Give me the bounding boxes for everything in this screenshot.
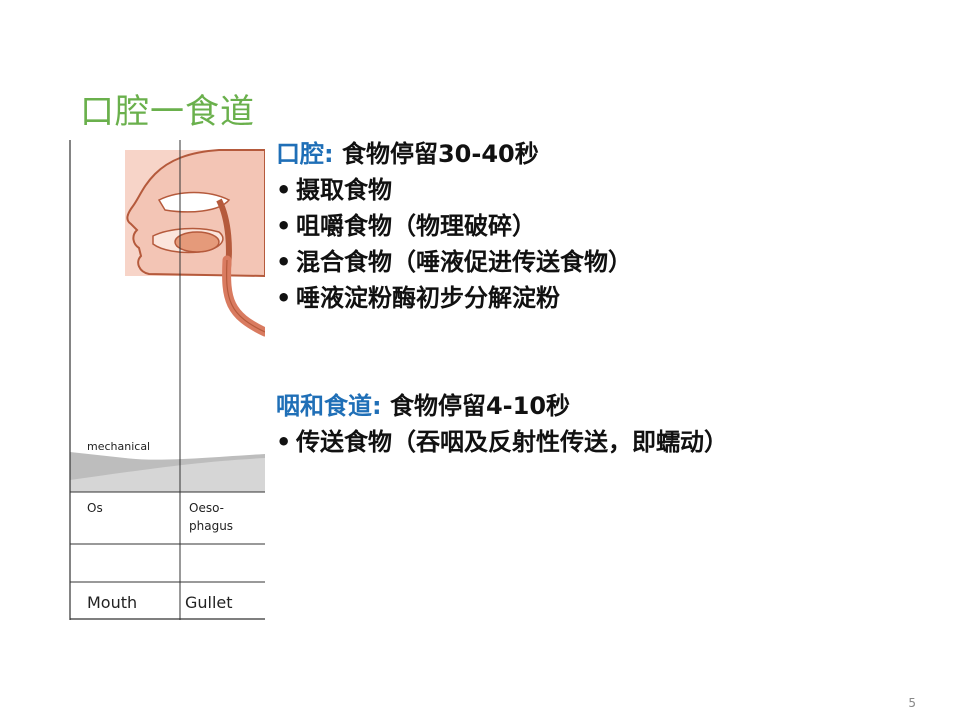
bullet-dot: • (276, 284, 292, 312)
bullet-dot: • (276, 428, 292, 456)
tongue (174, 231, 220, 253)
throat-bullet-text-1: 传送食物（吞咽及反射性传送，即蠕动） (296, 428, 728, 456)
mouth-bullet-text-1: 摄取食物 (296, 176, 392, 204)
mouth-bullet-3: •混合食物（唾液促进传送食物） (276, 244, 796, 280)
mouth-label: Mouth (87, 593, 137, 612)
mouth-bullet-text-3: 混合食物（唾液促进传送食物） (296, 248, 632, 276)
os-label: Os (87, 501, 103, 515)
gullet-label: Gullet (185, 593, 233, 612)
throat-heading-label: 咽和食道: (276, 392, 382, 420)
bullet-dot: • (276, 248, 292, 276)
section-spacer (276, 316, 796, 388)
digestive-diagram: mechanical Os Oeso- phagus Mouth Gullet (69, 140, 265, 620)
mouth-bullet-text-4: 唾液淀粉酶初步分解淀粉 (296, 284, 560, 312)
bullet-dot: • (276, 212, 292, 240)
mouth-heading-detail: 食物停留30-40秒 (333, 140, 539, 168)
mechanical-label: mechanical (87, 440, 150, 453)
mouth-bullet-text-2: 咀嚼食物（物理破碎） (296, 212, 536, 240)
oesophagus-label-line2: phagus (189, 519, 233, 533)
mouth-heading-label: 口腔: (276, 140, 334, 168)
slide-title: 口腔一食道 (80, 92, 255, 132)
bullet-dot: • (276, 176, 292, 204)
mouth-bullet-1: •摄取食物 (276, 172, 796, 208)
oesophagus-label-line1: Oeso- (189, 501, 224, 515)
throat-bullet-1: •传送食物（吞咽及反射性传送，即蠕动） (276, 424, 796, 460)
page-number: 5 (908, 696, 916, 710)
throat-section-heading: 咽和食道: 食物停留4-10秒 (276, 388, 796, 424)
mouth-bullet-4: •唾液淀粉酶初步分解淀粉 (276, 280, 796, 316)
slide-content: 口腔: 食物停留30-40秒 •摄取食物 •咀嚼食物（物理破碎） •混合食物（唾… (276, 136, 796, 460)
throat-heading-detail: 食物停留4-10秒 (381, 392, 571, 420)
mouth-bullet-2: •咀嚼食物（物理破碎） (276, 208, 796, 244)
mouth-section-heading: 口腔: 食物停留30-40秒 (276, 136, 796, 172)
